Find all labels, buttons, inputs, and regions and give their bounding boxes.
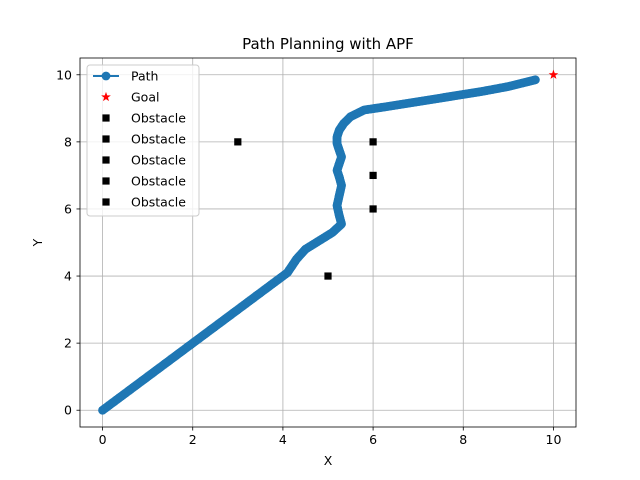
obstacle-marker: [369, 138, 377, 146]
legend-label: Goal: [131, 90, 159, 105]
obstacle-marker: [324, 272, 332, 280]
path-point: [531, 75, 540, 85]
plot-data: [98, 69, 559, 415]
y-tick-label: 4: [64, 269, 72, 284]
x-tick-label: 2: [189, 432, 197, 447]
legend-box: [86, 64, 200, 217]
grid-lines: [80, 58, 576, 427]
legend-obstacle-marker: [102, 114, 110, 122]
legend-label: Obstacle: [131, 153, 186, 168]
x-tick-label: 6: [369, 432, 377, 447]
obstacle-marker: [234, 138, 242, 146]
y-tick-label: 10: [56, 67, 72, 82]
x-tick-label: 0: [99, 432, 107, 447]
legend-obstacle-marker: [102, 198, 110, 206]
y-tick-label: 2: [64, 336, 72, 351]
legend-obstacle-marker: [102, 135, 110, 143]
x-tick-label: 10: [546, 432, 562, 447]
obstacle-marker: [369, 205, 377, 213]
chart-title: Path Planning with APF: [242, 35, 414, 53]
axes-frame: [79, 57, 577, 428]
legend-label: Obstacle: [131, 132, 186, 147]
legend-obstacle-marker: [102, 156, 110, 164]
legend-label: Path: [131, 69, 158, 84]
legend: PathGoalObstacleObstacleObstacleObstacle…: [86, 64, 200, 217]
goal-marker: [548, 69, 559, 79]
legend-goal-marker: [101, 91, 111, 102]
legend-obstacle-marker: [102, 177, 110, 185]
x-axis-label: X: [324, 453, 333, 468]
legend-label: Obstacle: [131, 111, 186, 126]
x-tick-label: 4: [279, 432, 287, 447]
y-axis-label: Y: [30, 238, 45, 247]
y-tick-label: 0: [64, 403, 72, 418]
y-tick-label: 8: [64, 134, 72, 149]
legend-label: Obstacle: [131, 195, 186, 210]
y-tick-label: 6: [64, 201, 72, 216]
legend-label: Obstacle: [131, 174, 186, 189]
legend-path-marker: [101, 71, 111, 81]
obstacle-marker: [369, 171, 377, 180]
axis-ticks: 0 2 4 6 8 10 0 2 4 6 8 10: [56, 67, 561, 447]
x-tick-label: 8: [459, 432, 467, 447]
